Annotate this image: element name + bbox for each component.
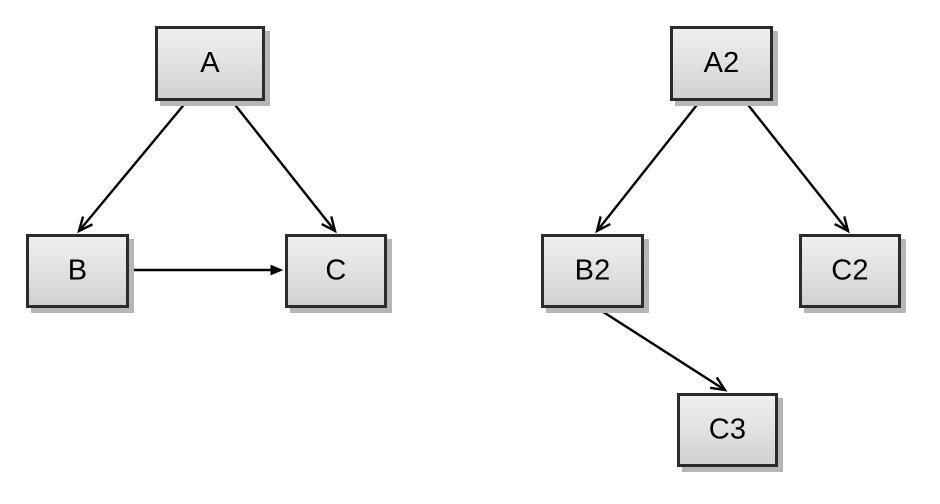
- edges-layer: [77, 100, 850, 392]
- node-B2[interactable]: B2: [541, 234, 650, 314]
- node-A2[interactable]: A2: [670, 26, 779, 107]
- node-rect: [26, 234, 129, 308]
- node-rect: [285, 234, 387, 308]
- node-rect: [670, 26, 773, 101]
- node-B[interactable]: B: [26, 234, 135, 314]
- node-rect: [799, 234, 901, 308]
- edge-line: [79, 100, 188, 231]
- edge-A2-to-C2[interactable]: [744, 100, 850, 234]
- node-rect: [155, 26, 265, 101]
- edge-line: [231, 100, 336, 231]
- arrowhead: [321, 216, 337, 234]
- node-A[interactable]: A: [155, 26, 271, 107]
- edge-B2-to-C3[interactable]: [596, 306, 728, 392]
- arrowhead: [270, 264, 284, 276]
- arrowhead: [77, 216, 93, 234]
- edge-line: [744, 100, 849, 231]
- edge-line: [596, 100, 701, 231]
- edge-A-to-C[interactable]: [231, 100, 337, 234]
- edge-A2-to-B2[interactable]: [595, 100, 701, 234]
- node-C3[interactable]: C3: [677, 393, 784, 473]
- edge-line: [596, 306, 725, 391]
- node-C[interactable]: C: [285, 234, 393, 314]
- node-C2[interactable]: C2: [799, 234, 907, 314]
- edge-B-to-C[interactable]: [130, 264, 284, 276]
- edge-A-to-B[interactable]: [77, 100, 188, 234]
- node-rect: [541, 234, 644, 308]
- arrowhead: [834, 216, 850, 234]
- arrowhead: [595, 216, 611, 234]
- arrowhead: [709, 376, 728, 392]
- node-rect: [677, 393, 778, 467]
